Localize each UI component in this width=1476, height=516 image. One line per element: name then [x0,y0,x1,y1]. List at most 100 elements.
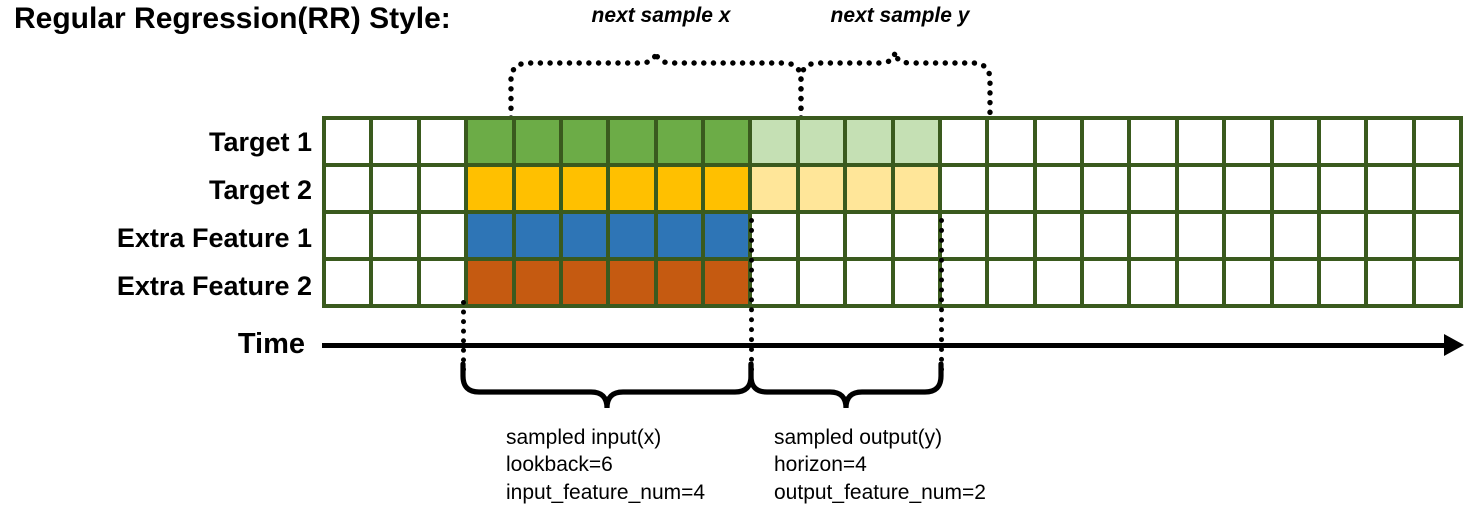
grid-cell-r2-c7-input [610,167,654,210]
grid-cell-r3-c14-empty [941,214,986,257]
grid-cell-r2-c10-output [752,167,796,210]
grid-cell-r1-c9-input [705,120,749,163]
grid-cell-r2-c3-empty [420,167,465,210]
grid-cell-r2-c9-input [705,167,749,210]
time-axis-line [322,343,1452,348]
grid-cell-r1-c24-empty [1415,120,1459,163]
grid-cell-r4-c19-empty [1178,261,1223,304]
grid-cell-r2-c11-output [799,167,844,210]
grid-cell-r4-c6-input [562,261,607,304]
grid-cell-r1-c5-input [515,120,559,163]
grid-cell-r1-c14-empty [941,120,986,163]
grid-cell-r1-c23-empty [1368,120,1412,163]
grid-cell-r3-c8-input [657,214,701,257]
grid-cell-r2-c19-empty [1178,167,1223,210]
grid-cell-r1-c6-input [562,120,607,163]
grid-cell-r2-c20-empty [1226,167,1270,210]
grid-cell-r2-c8-input [657,167,701,210]
grid-cell-r3-c16-empty [1036,214,1080,257]
grid-cell-r1-c1-empty [326,120,370,163]
grid-cell-r4-c8-input [657,261,701,304]
grid-cell-r1-c22-empty [1320,120,1365,163]
top-brace-group [508,51,993,120]
grid-cell-r2-c18-empty [1131,167,1175,210]
grid-cell-r1-c17-empty [1084,120,1128,163]
row-label-extra-feature-1: Extra Feature 1 [116,223,312,253]
grid-cell-r2-c22-empty [1320,167,1365,210]
grid-cell-r3-c18-empty [1131,214,1175,257]
grid-cell-r4-c12-empty [847,261,891,304]
guide-line-input-start [461,300,466,372]
grid-cell-r1-c12-output [847,120,891,163]
grid-cell-r4-c5-input [515,261,559,304]
grid-cell-r2-c15-empty [989,167,1033,210]
grid-cell-r1-c10-output [752,120,796,163]
guide-line-output-end [939,218,944,372]
grid-cell-r3-c5-input [515,214,559,257]
grid-cell-r4-c11-empty [799,261,844,304]
grid-cell-r4-c3-empty [420,261,465,304]
grid-cell-r1-c16-empty [1036,120,1080,163]
grid-cell-r2-c5-input [515,167,559,210]
next-sample-y-label: next sample y [830,4,970,27]
grid-cell-r2-c1-empty [326,167,370,210]
grid-cell-r4-c15-empty [989,261,1033,304]
sampled-output-line-2: horizon=4 [774,453,867,477]
grid-cell-r3-c3-empty [420,214,465,257]
page-title: Regular Regression(RR) Style: [14,2,451,35]
grid-cell-r3-c19-empty [1178,214,1223,257]
grid-cell-r4-c16-empty [1036,261,1080,304]
row-label-column: Target 1 Target 2 Extra Feature 1 Extra … [0,116,312,308]
sampled-input-block: sampled input(x) lookback=6 input_featur… [506,424,705,506]
guide-line-input-end [749,218,754,372]
grid-cell-r4-c1-empty [326,261,370,304]
grid-cell-r2-c14-empty [941,167,986,210]
grid-cell-r2-c2-empty [373,167,417,210]
grid-cell-r3-c7-input [610,214,654,257]
grid-cell-r1-c11-output [799,120,844,163]
row-label-target-2: Target 2 [208,175,312,205]
grid-cell-r2-c23-empty [1368,167,1412,210]
next-sample-x-label: next sample x [591,4,731,27]
grid-cell-r3-c21-empty [1273,214,1317,257]
grid-cell-r3-c24-empty [1415,214,1459,257]
grid-cell-r3-c2-empty [373,214,417,257]
grid-cell-r4-c13-empty [894,261,938,304]
grid-cell-r2-c6-input [562,167,607,210]
time-axis-label: Time [237,328,305,360]
grid-cell-r4-c10-empty [752,261,796,304]
grid-cell-r2-c24-empty [1415,167,1459,210]
grid-cell-r1-c20-empty [1226,120,1270,163]
grid-cell-r2-c17-empty [1084,167,1128,210]
sampled-output-block: sampled output(y) horizon=4 output_featu… [774,424,986,506]
grid-cell-r4-c22-empty [1320,261,1365,304]
time-axis-arrowhead [1444,334,1464,356]
grid-cell-r1-c3-empty [420,120,465,163]
grid-cell-r1-c18-empty [1131,120,1175,163]
timeline-grid [322,116,1463,308]
grid-cell-r4-c7-input [610,261,654,304]
grid-cell-r2-c16-empty [1036,167,1080,210]
grid-cell-r2-c13-output [894,167,938,210]
grid-cell-r3-c20-empty [1226,214,1270,257]
grid-cell-r4-c20-empty [1226,261,1270,304]
grid-cell-r4-c17-empty [1084,261,1128,304]
grid-cell-r3-c11-empty [799,214,844,257]
grid-cell-r3-c22-empty [1320,214,1365,257]
grid-cell-r3-c9-input [705,214,749,257]
grid-cell-r1-c19-empty [1178,120,1223,163]
grid-cell-r1-c13-output [894,120,938,163]
bottom-brace-group [460,362,944,409]
sampled-output-line-3: output_feature_num=2 [774,480,986,504]
sampled-input-line-3: input_feature_num=4 [506,480,706,504]
grid-cell-r4-c24-empty [1415,261,1459,304]
grid-cell-r4-c14-empty [941,261,986,304]
grid-cell-r1-c7-input [610,120,654,163]
grid-cell-r3-c10-empty [752,214,796,257]
grid-cell-r2-c21-empty [1273,167,1317,210]
grid-cell-r3-c23-empty [1368,214,1412,257]
row-label-target-1: Target 1 [208,127,312,157]
grid-cell-r2-c12-output [847,167,891,210]
grid-cell-r1-c2-empty [373,120,417,163]
grid-cell-r4-c23-empty [1368,261,1412,304]
